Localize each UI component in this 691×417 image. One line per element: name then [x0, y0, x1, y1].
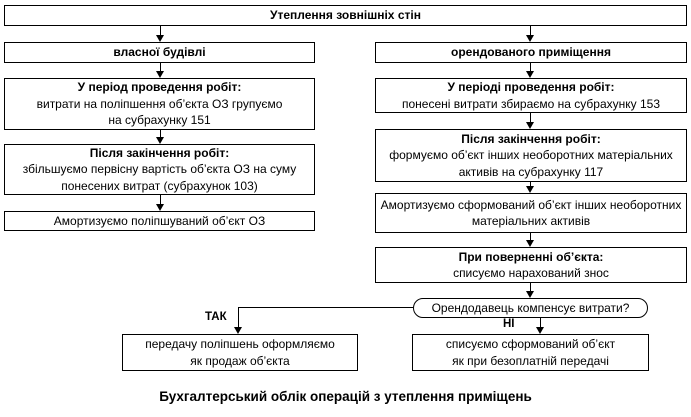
box-line: як продаж об’єкта	[190, 353, 290, 368]
box-line: на субрахунку 151	[108, 113, 211, 128]
box-line: передачу поліпшень оформляємо	[145, 337, 335, 351]
box-line: списуємо сформований об’єкт	[445, 337, 616, 351]
box-line: матеріальних активів	[471, 214, 591, 228]
flow-box-rent-after-works: Після закінчення робіт: формуємо об’єкт …	[375, 129, 687, 182]
flow-box-title-text: Утеплення зовнішніх стін	[270, 8, 421, 23]
box-line: списуємо нарахований знос	[453, 266, 609, 280]
arrow-down-icon	[156, 35, 164, 42]
flow-box-rented-premises-text: орендованого приміщення	[451, 45, 611, 60]
arrow-down-icon	[526, 35, 534, 42]
arrow-down-icon	[526, 122, 534, 129]
flow-box-rent-return: При поверненні об’єкта: списуємо нарахов…	[375, 247, 687, 283]
connector-line	[530, 182, 531, 186]
connector-line	[540, 318, 541, 327]
connector-line	[530, 113, 531, 122]
connector-line	[530, 233, 531, 240]
flow-box-rent-during-works: У періоді проведення робіт: понесені вит…	[375, 78, 687, 113]
flow-box-own-after-works: Після закінчення робіт: збільшуємо перві…	[4, 144, 315, 195]
flow-box-yes-outcome: передачу поліпшень оформляємо як продаж …	[122, 334, 358, 371]
arrow-down-icon	[526, 186, 534, 193]
connector-line	[530, 26, 531, 35]
box-title: При поверненні об’єкта:	[458, 249, 604, 264]
connector-line	[160, 26, 161, 35]
box-title: Після закінчення робіт:	[89, 145, 230, 160]
flow-box-title: Утеплення зовнішніх стін	[4, 5, 687, 26]
connector-line	[160, 130, 161, 137]
box-line: Амортизуємо поліпшуваний об’єкт ОЗ	[53, 213, 266, 228]
connector-line	[530, 283, 531, 291]
arrow-down-icon	[526, 291, 534, 298]
arrow-down-icon	[536, 327, 544, 334]
flow-box-own-building-text: власної будівлі	[113, 45, 206, 60]
box-line: як при безоплатній передачі	[452, 353, 609, 368]
box-line: Амортизуємо сформований об’єкт інших нео…	[380, 197, 682, 212]
box-line: понесені витрати збираємо на субрахунку …	[402, 96, 660, 111]
box-line: збільшуємо первісну вартість об’єкта ОЗ …	[22, 162, 297, 177]
flow-box-own-depreciate: Амортизуємо поліпшуваний об’єкт ОЗ	[4, 211, 315, 231]
connector-line	[238, 307, 413, 308]
connector-line	[238, 307, 239, 327]
box-line: витрати на поліпшення об’єкта ОЗ групуєм…	[36, 96, 283, 111]
flow-decision-compensation: Орендодавець компенсує витрати?	[413, 298, 648, 318]
flow-box-rented-premises: орендованого приміщення	[375, 42, 687, 63]
arrow-down-icon	[156, 71, 164, 78]
connector-line	[160, 195, 161, 204]
box-line: активів на субрахунку 117	[458, 164, 604, 179]
no-branch-label: НІ	[503, 318, 515, 330]
arrow-down-icon	[156, 204, 164, 211]
box-title: У періоді проведення робіт:	[447, 80, 615, 94]
arrow-down-icon	[234, 327, 242, 334]
box-line: понесених витрат (субрахунок 103)	[61, 178, 258, 193]
box-title: У період проведення робіт:	[77, 80, 242, 95]
arrow-down-icon	[526, 71, 534, 78]
flow-box-own-building: власної будівлі	[4, 42, 315, 63]
arrow-down-icon	[156, 137, 164, 144]
connector-line	[160, 63, 161, 71]
flow-decision-text: Орендодавець компенсує витрати?	[431, 300, 630, 315]
box-title: Після закінчення робіт:	[461, 131, 601, 146]
box-line: формуємо об’єкт інших необоротних матері…	[389, 148, 673, 163]
flow-box-own-during-works: У період проведення робіт: витрати на по…	[4, 78, 315, 130]
connector-line	[530, 63, 531, 71]
arrow-down-icon	[526, 240, 534, 247]
flow-box-rent-depreciate: Амортизуємо сформований об’єкт інших нео…	[375, 193, 687, 233]
yes-branch-label: ТАК	[205, 311, 227, 323]
diagram-caption: Бухгалтерський облік операцій з утепленн…	[159, 389, 532, 404]
flow-box-no-outcome: списуємо сформований об’єкт як при безоп…	[412, 334, 649, 371]
